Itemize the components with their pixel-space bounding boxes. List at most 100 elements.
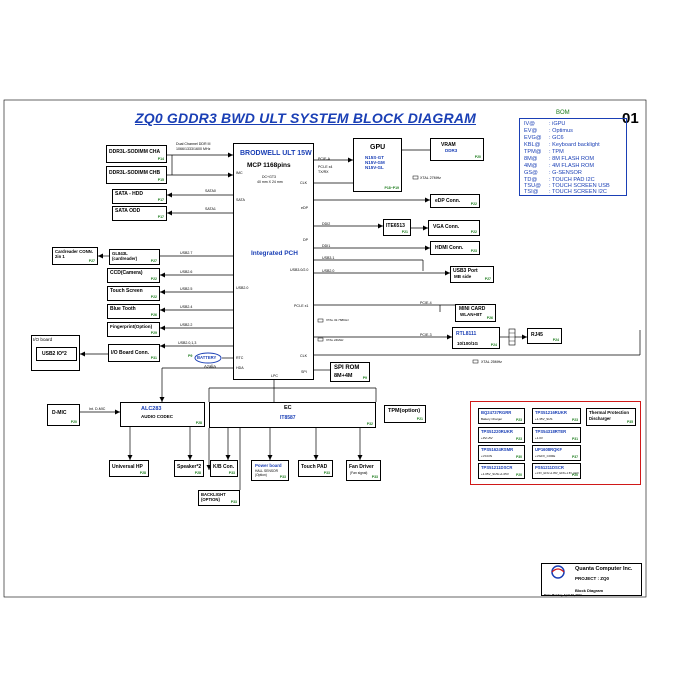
bus-label: USB2.0: [322, 269, 335, 273]
page-ref: P9: [362, 376, 367, 380]
bom-heading: BOM: [556, 110, 570, 116]
page-ref: P33: [371, 475, 378, 479]
company-name: Quanta Computer Inc.: [575, 566, 633, 572]
hdmi-conn-label: HDMI Conn.: [435, 245, 464, 251]
touchscreen-label: Touch Screen: [110, 288, 143, 294]
vga-conn-block: VGA Conn. P22: [428, 220, 480, 236]
cardreader-label: GL843L (cardreader): [112, 251, 138, 261]
bus-label: PCIE-3: [420, 333, 432, 337]
port-label: USB2.0: [236, 286, 249, 290]
dmic-label: D-MIC: [52, 410, 67, 416]
bom-row: TSI@: TOUCH SCREEN I2C: [524, 189, 607, 195]
port-label: DP: [303, 238, 308, 242]
bom-row: IV@: iGPU: [524, 121, 566, 127]
ite6513-block: ITE6513 P21: [383, 219, 411, 236]
minicard-block: MINI CARD WLAN+BT P26: [455, 304, 496, 322]
power-board-sub: (Option): [255, 473, 267, 477]
bluetooth-block: Blue Tooth P26: [107, 304, 160, 319]
touchpad-label: Touch PAD: [301, 464, 328, 470]
cpu-note: 40 mm X 24 mm: [257, 180, 283, 184]
power-section-frame: [470, 401, 641, 485]
page-ref: P20: [70, 420, 77, 424]
bom-row: 4M@: 4M FLASH ROM: [524, 163, 595, 169]
page-ref: P31: [150, 356, 157, 360]
bus-label: PCI-E x4: [318, 165, 333, 169]
cpu-note: DC+GT3: [262, 175, 276, 179]
page-ref: P33: [230, 500, 237, 504]
sata-odd-block: SATA ODD P17: [112, 206, 167, 221]
bom-row: EV@: Optimus: [524, 128, 573, 134]
gpu-label: GPU: [370, 144, 386, 151]
ec-part: IT8587: [280, 415, 296, 421]
bom-row: TD@: TOUCH PAD I2C: [524, 177, 595, 183]
audio-codec-block: ALC283 AUDIO CODEC P28: [120, 402, 205, 427]
diagram-title: ZQ0 GDDR3 BWD ULT SYSTEM BLOCK DIAGRAM: [135, 110, 477, 126]
bom-row: TPM@: TPM: [524, 149, 564, 155]
gpu-block: GPU N15S-GT N15V-GM N15V-GL P18~P19: [353, 138, 402, 192]
document-name: Block Diagram: [575, 588, 604, 593]
cardreader-block: GL843L (cardreader) P27: [109, 249, 160, 265]
port-label: HDA: [236, 366, 244, 370]
page-ref: P26: [486, 316, 493, 320]
power-board-sub: HALL SENSOR: [255, 469, 278, 473]
bus-label: PCIE-4: [420, 301, 432, 305]
cardreader-conn-label: Cardreader CONN. 2in 1: [55, 249, 93, 259]
vram-type: DDR3: [445, 148, 458, 153]
cpu-name: BRODWELL ULT 15W: [240, 150, 312, 157]
page-ref: P24: [490, 343, 497, 347]
universal-hp-block: Universal HP P28: [109, 460, 149, 477]
page-ref: P9: [188, 354, 193, 358]
bus-label: USB2.2: [180, 323, 193, 327]
bus-label: PCIE-A: [318, 157, 330, 161]
touchscreen-block: Touch Screen P22: [107, 286, 160, 301]
dimm-cha-label: DDR3L-SODIMM CHA: [109, 149, 161, 155]
document-date: Date: Monday, April 07, 2014: [544, 593, 582, 597]
bus-label: DDI2: [322, 222, 331, 226]
bus-label: DDI1: [322, 244, 331, 248]
page-ref: P33: [279, 475, 286, 479]
dimm-cha-block: DDR3L-SODIMM CHA P14: [106, 145, 167, 163]
bom-row: TSU@: TOUCH SCREEN USB: [524, 183, 610, 189]
page-ref: P18~P19: [384, 186, 400, 190]
page-ref: P22: [150, 277, 157, 281]
fan-driver-sub: (Fan signal): [350, 471, 368, 475]
usb3-port-block: USB3 Port MB side P27: [450, 266, 494, 283]
battery-label: BATTERY: [197, 355, 217, 360]
usb3-port-label: USB3 Port: [453, 268, 478, 274]
io-board-label: I/O board: [33, 337, 53, 342]
page-ref: P22: [470, 230, 477, 234]
bus-label: USB3.1: [322, 256, 335, 260]
page-ref: P15: [157, 178, 164, 182]
touchpad-block: Touch PAD P33: [298, 460, 333, 477]
page-ref: P17: [157, 215, 164, 219]
page-ref: P24: [552, 338, 559, 342]
thermal-protection-block: Thermal Protection Discharger P35: [586, 408, 636, 426]
page-ref: P20: [474, 155, 481, 159]
title-block: Quanta Computer Inc. PROJECT : ZQ0 Block…: [541, 563, 642, 597]
rj45-label: RJ45: [531, 332, 543, 338]
page-ref: P22: [470, 202, 477, 206]
rj45-block: RJ45 P24: [527, 328, 562, 344]
speaker-label: Speaker*2: [177, 464, 202, 470]
port-label: SATA: [236, 198, 245, 202]
cpu-block: BRODWELL ULT 15W MCP 1168pins DC+GT3 40 …: [233, 143, 314, 380]
page-ref: P27: [88, 259, 95, 263]
gpu-variant: N15V-GL: [365, 165, 384, 170]
page-ref: P22: [150, 295, 157, 299]
memory-note: 1066/1333/1600 MHz: [176, 147, 211, 151]
bus-label: USB2.6: [180, 270, 193, 274]
lan-speed: 10/100/1G: [457, 341, 479, 346]
codec-sub: AUDIO CODEC: [141, 414, 174, 419]
sata-hdd-block: SATA - HDD P17: [112, 189, 167, 204]
spi-rom-block: SPI ROM 8M+4M P9: [330, 362, 370, 382]
port-label: IMC: [236, 171, 243, 175]
page-ref: P28: [194, 471, 201, 475]
usb3-port-sub: MB side: [454, 274, 472, 279]
speaker-block: Speaker*2 P28: [174, 460, 204, 477]
port-label: LPC: [271, 374, 278, 378]
